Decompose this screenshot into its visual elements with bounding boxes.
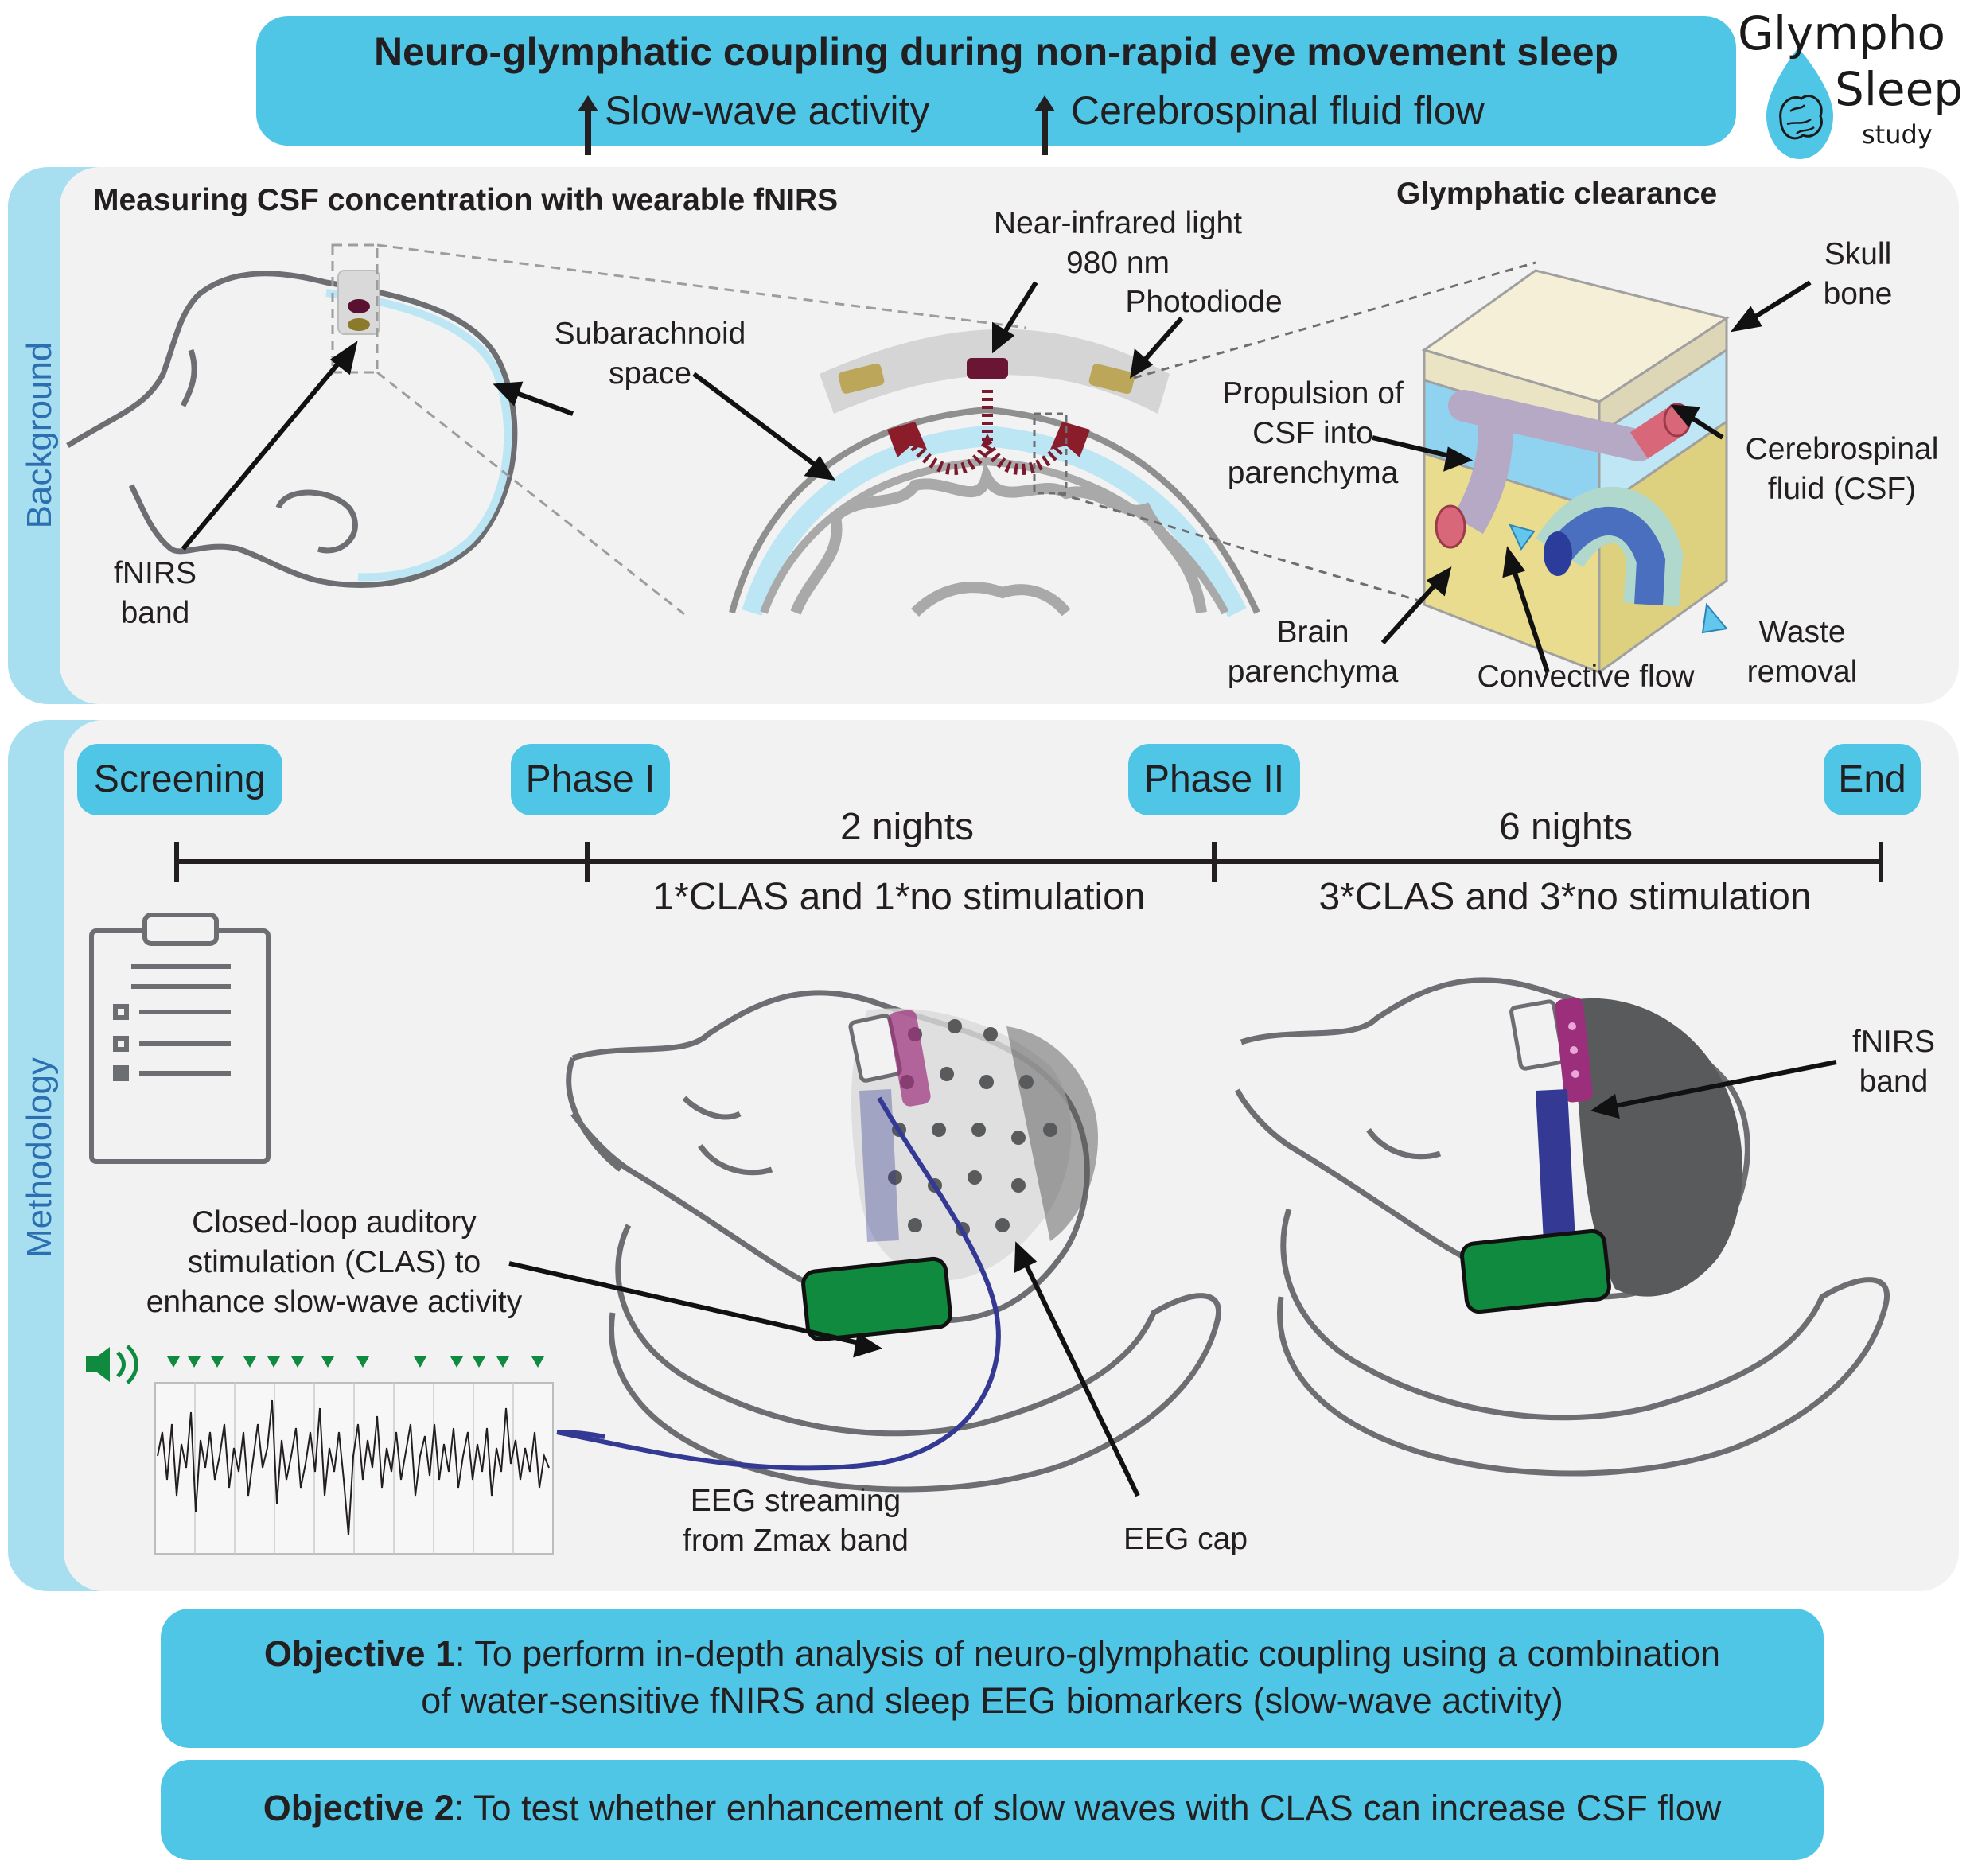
logo-line3: study — [1862, 119, 1933, 150]
brain-drop-icon — [1766, 48, 1833, 159]
cortex-zoom — [729, 329, 1260, 617]
eeg-waveform — [157, 1399, 550, 1536]
glymphosleep-logo: Glympho Sleep study — [1735, 0, 1973, 167]
step-screening: Screening — [77, 744, 282, 815]
hair — [1559, 998, 1742, 1297]
fnirs-strap — [888, 1010, 931, 1107]
segment1-duration: 2 nights — [839, 806, 975, 848]
zmax-cable — [556, 1096, 1001, 1471]
convective-flow-label: Convective flow — [1477, 660, 1695, 694]
step-phase-2: Phase II — [1128, 744, 1300, 815]
segment2-duration: 6 nights — [1498, 806, 1633, 848]
up-arrow-icon — [578, 95, 598, 155]
figure-title: Neuro-glymphatic coupling during non-rap… — [373, 29, 1619, 74]
eeg-cap-label: EEG cap — [1123, 1522, 1248, 1556]
step-end: End — [1824, 744, 1921, 815]
speaker-icon — [86, 1345, 138, 1384]
objective-2-text: : To test whether enhancement of slow wa… — [454, 1788, 1722, 1828]
clipboard-icon — [89, 913, 271, 1164]
segment1-protocol: 1*CLAS and 1*no stimulation — [652, 876, 1146, 918]
objective-1-banner: Objective 1: To perform in-depth analysi… — [161, 1609, 1824, 1748]
zmax-band — [801, 1256, 952, 1342]
glymphatic-section-title: Glymphatic clearance — [1396, 177, 1718, 211]
sleeping-head-profile — [66, 271, 518, 589]
up-arrow-icon — [1034, 95, 1055, 155]
objective-2-banner: Objective 2: To test whether enhancement… — [161, 1760, 1824, 1860]
step-phase-1: Phase I — [511, 744, 670, 815]
segment2-protocol: 3*CLAS and 3*no stimulation — [1318, 876, 1812, 918]
zoom-box-left — [331, 243, 379, 374]
objective-1-text-b: of water-sensitive fNIRS and sleep EEG b… — [421, 1679, 1563, 1721]
objective-1-text-a: : To perform in-depth analysis of neuro-… — [455, 1633, 1721, 1674]
light-source — [967, 358, 1008, 379]
light-source-small — [348, 299, 370, 313]
header-csf-label: Cerebrospinal fluid flow — [1071, 88, 1485, 133]
photodiode-label: Photodiode — [1125, 285, 1283, 319]
stimulation-markers — [167, 1356, 544, 1368]
objective-1-label: Objective 1 — [263, 1633, 456, 1674]
logo-line1: Glympho — [1738, 6, 1945, 60]
zmax-band — [1460, 1228, 1611, 1314]
timeline — [174, 842, 1883, 882]
header-swa-label: Slow-wave activity — [605, 88, 930, 133]
fnirs-section-title: Measuring CSF concentration with wearabl… — [93, 183, 839, 217]
logo-line2: Sleep — [1835, 62, 1964, 116]
objective-2-label: Objective 2 — [263, 1788, 454, 1828]
title-banner: Neuro-glymphatic coupling during non-rap… — [256, 16, 1736, 155]
